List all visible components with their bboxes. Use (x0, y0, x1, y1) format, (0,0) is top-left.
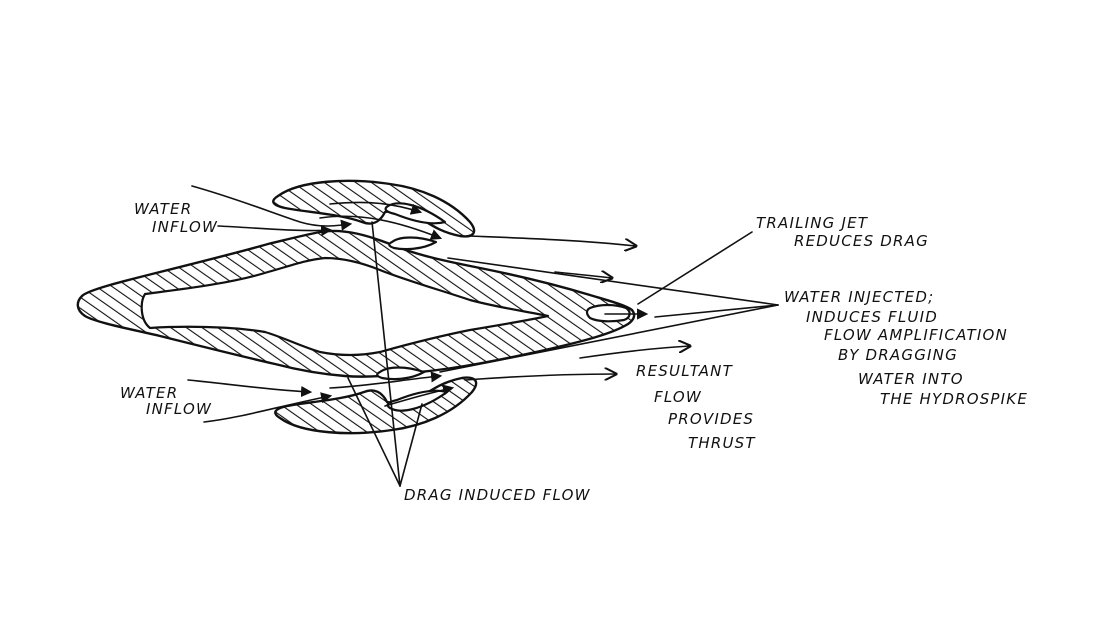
drag-induced-leader-3 (399, 403, 423, 487)
top-inflow-arrow-1 (191, 185, 353, 231)
top-flow-arrow-4 (329, 201, 423, 215)
tail-injection-slot (585, 303, 631, 323)
top-exhaust-line (469, 235, 636, 246)
water-injected-leader-2 (654, 304, 779, 318)
label-water-injected-6: THE HYDROSPIKE (880, 390, 1028, 408)
water-injected-leader-1 (447, 257, 779, 306)
drag-induced-leader-2 (347, 377, 401, 487)
label-water-injected-3: FLOW AMPLIFICATION (824, 326, 1008, 344)
bottom-resultant-line (579, 346, 690, 359)
bottom-inflow-arrow-2 (203, 392, 333, 423)
label-water-injected-2: INDUCES FLUID (806, 308, 938, 326)
label-water-injected-4: BY DRAGGING (838, 346, 958, 364)
label-resultant-1: RESULTANT (636, 362, 734, 380)
drag-induced-leader-1 (371, 221, 401, 487)
lower-cowl (274, 376, 478, 435)
label-resultant-3: PROVIDES (668, 410, 754, 428)
label-water-inflow-top-1: WATER (134, 200, 192, 218)
lower-cowl-inner-slot (386, 389, 449, 412)
label-water-injected-5: WATER INTO (858, 370, 964, 388)
spike-inner-chamber (140, 256, 550, 357)
label-water-inflow-bottom-2: INFLOW (146, 400, 212, 418)
label-resultant-4: THRUST (688, 434, 756, 452)
label-trailing-jet-2: REDUCES DRAG (794, 232, 929, 250)
upper-injector-notch (388, 236, 438, 251)
bottom-inflow-arrow-1 (187, 379, 313, 398)
label-trailing-jet-1: TRAILING JET (756, 214, 869, 232)
label-water-inflow-top-2: INFLOW (152, 218, 218, 236)
label-water-inflow-bottom-1: WATER (120, 384, 178, 402)
top-flow-arrow-3 (319, 215, 443, 240)
label-drag-induced-flow: DRAG INDUCED FLOW (404, 486, 591, 504)
bottom-exhaust-line (464, 374, 616, 381)
upper-cowl (272, 179, 476, 238)
bottom-flow-arrow-3 (329, 371, 443, 389)
top-inflow-arrow-2 (217, 225, 333, 237)
label-resultant-2: FLOW (654, 388, 702, 406)
water-injected-leader-3 (439, 304, 779, 373)
trailing-jet-leader (637, 231, 753, 305)
label-water-injected-1: WATER INJECTED; (784, 288, 934, 306)
lower-injector-notch (376, 366, 426, 381)
top-resultant-line (554, 272, 612, 278)
